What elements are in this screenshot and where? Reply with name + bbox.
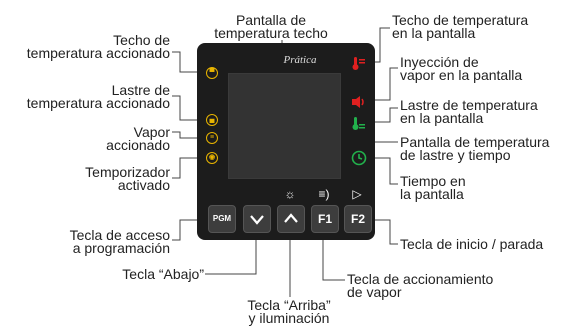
leader-steam-key <box>322 232 345 281</box>
label-top-temp-screen: Techo de temperatura en la pantalla <box>392 12 529 41</box>
label-time-screen: Tiempo en la pantalla <box>400 173 466 202</box>
timer-indicator-icon: ◉ <box>206 152 218 164</box>
label-up-key: Tecla “Arriba” y iluminación <box>247 297 331 326</box>
leader-top-temp-on <box>172 51 208 73</box>
leader-steam-screen <box>364 67 398 101</box>
label-steam-screen: Inyección de vapor en la pantalla <box>400 54 523 83</box>
label-start-stop: Tecla de inicio / parada <box>400 236 544 252</box>
f2-key[interactable]: F2 <box>344 205 372 233</box>
leader-down <box>205 232 257 275</box>
label-down-key: Tecla “Abajo” <box>122 266 204 282</box>
leader-timer <box>172 157 208 179</box>
leader-program <box>172 219 212 241</box>
label-bottom-time-screen: Pantalla de temperatura de lastre y tiem… <box>400 134 550 163</box>
leader-bottom-temp-screen <box>364 107 398 123</box>
bottom-temp-indicator-icon: ▄ <box>206 114 218 126</box>
steam-indicator-icon: ≡ <box>206 132 218 144</box>
play-icon: ▷ <box>352 187 362 201</box>
steam-icon: ≡) <box>318 187 330 201</box>
top-temp-thermometer-icon <box>352 57 365 70</box>
up-key[interactable] <box>277 205 305 233</box>
chevron-up-icon <box>284 213 298 223</box>
label-screen-top: Pantalla de temperatura techo <box>214 12 328 41</box>
label-bottom-temp-screen: Lastre de temperatura en la pantalla <box>400 97 538 126</box>
label-bottom-temp-on: Lastre de temperatura accionado <box>26 82 170 111</box>
light-icon: ☼ <box>284 187 296 201</box>
brand-logo: Prática <box>283 54 317 66</box>
leader-steam-on <box>172 131 208 139</box>
leader-bottom-temp-on <box>172 95 208 121</box>
bottom-temp-thermometer-icon <box>352 117 365 130</box>
label-timer: Temporizador activado <box>85 164 170 193</box>
chevron-down-icon <box>250 215 264 225</box>
leader-time-screen <box>364 157 398 185</box>
pgm-key[interactable]: PGM <box>208 205 236 233</box>
top-temp-indicator-icon: ▀ <box>206 67 218 79</box>
display-screen <box>228 73 341 179</box>
label-steam-on: Vapor accionado <box>106 124 170 153</box>
leader-start-stop <box>364 219 398 245</box>
steam-injection-icon <box>352 96 364 108</box>
down-key[interactable] <box>243 205 271 233</box>
label-program-key: Tecla de acceso a programación <box>69 227 170 256</box>
clock-icon <box>351 150 367 166</box>
label-steam-key: Tecla de accionamiento de vapor <box>347 271 494 300</box>
label-top-temp-on: Techo de temperatura accionado <box>26 32 170 61</box>
f1-key[interactable]: F1 <box>311 205 339 233</box>
